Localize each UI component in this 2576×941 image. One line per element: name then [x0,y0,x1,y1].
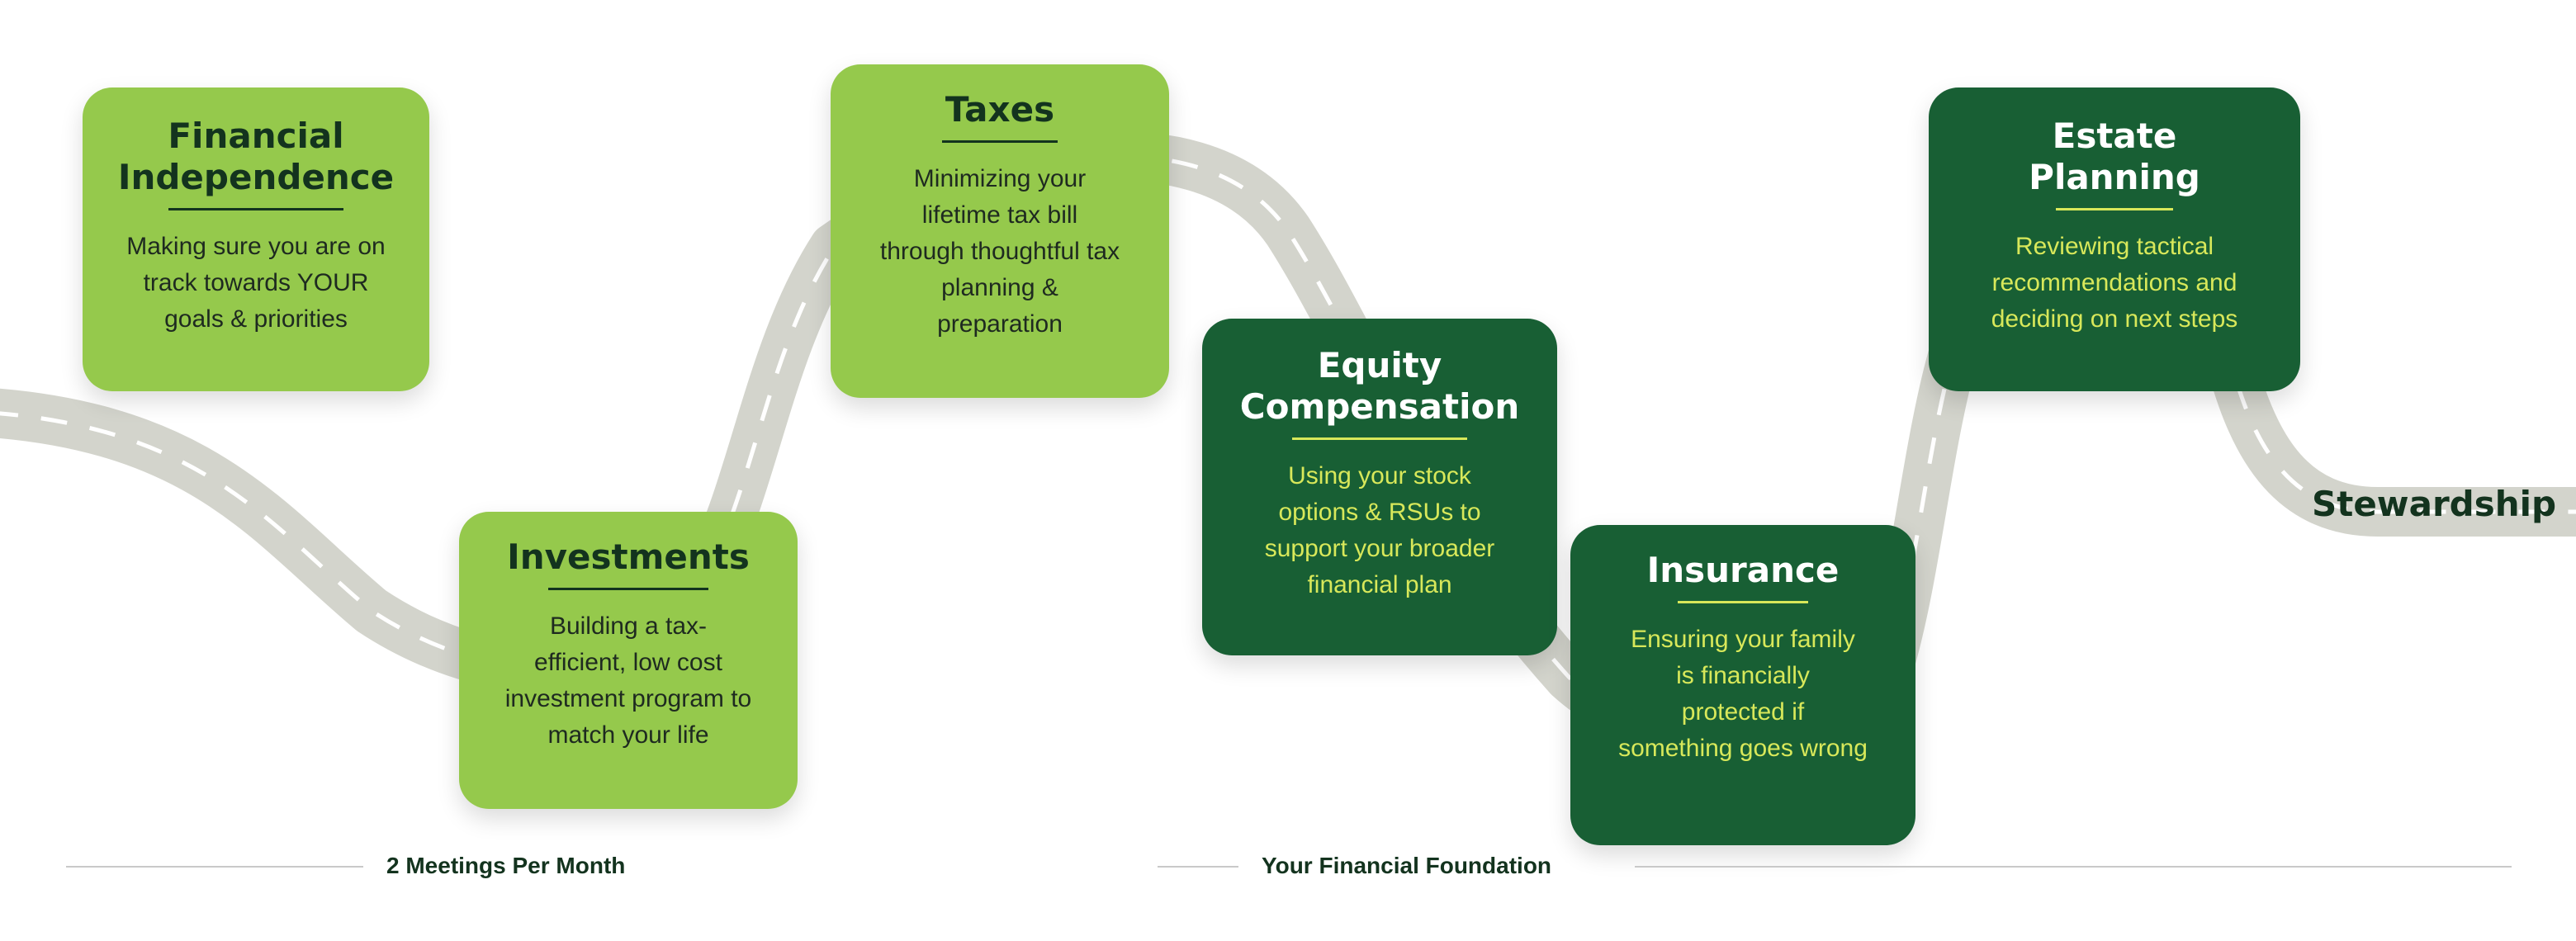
card-financial-independence: Financial Independence Making sure you a… [83,87,429,391]
card-description: Minimizing your lifetime tax bill throug… [879,165,1120,338]
footer-divider-left [66,866,363,868]
card-title: Equity Compensation [1239,345,1520,427]
footer-label-meetings: 2 Meetings Per Month [386,853,626,878]
footer-label-foundation: Your Financial Foundation [1262,853,1552,878]
card-investments: Investments Building a tax- efficient, l… [459,512,798,809]
card-estate-planning: Estate Planning Reviewing tactical recom… [1929,87,2300,391]
card-equity-compensation: Equity Compensation Using your stock opt… [1202,319,1557,655]
footer-divider-right [1635,866,2512,868]
card-description: Ensuring your family is financially prot… [1618,626,1868,762]
title-underline [2056,208,2173,210]
title-underline [168,208,343,210]
stewardship-label: Stewardship [2312,484,2557,524]
card-taxes: Taxes Minimizing your lifetime tax bill … [831,64,1169,398]
title-underline [548,588,708,590]
card-description: Building a tax- efficient, low cost inve… [504,612,752,749]
title-underline [1292,437,1467,440]
title-underline [942,140,1058,143]
card-title: Taxes [945,89,1055,130]
footer-divider-middle [1158,866,1238,868]
card-title: Estate Planning [2029,116,2200,197]
card-title: Investments [507,537,750,577]
card-description: Reviewing tactical recommendations and d… [1991,233,2238,333]
card-title: Financial Independence [117,116,395,197]
card-description: Making sure you are on track towards YOU… [126,233,386,333]
title-underline [1678,601,1808,603]
card-description: Using your stock options & RSUs to suppo… [1264,462,1495,598]
card-insurance: Insurance Ensuring your family is financ… [1570,525,1915,845]
card-title: Insurance [1646,550,1840,590]
